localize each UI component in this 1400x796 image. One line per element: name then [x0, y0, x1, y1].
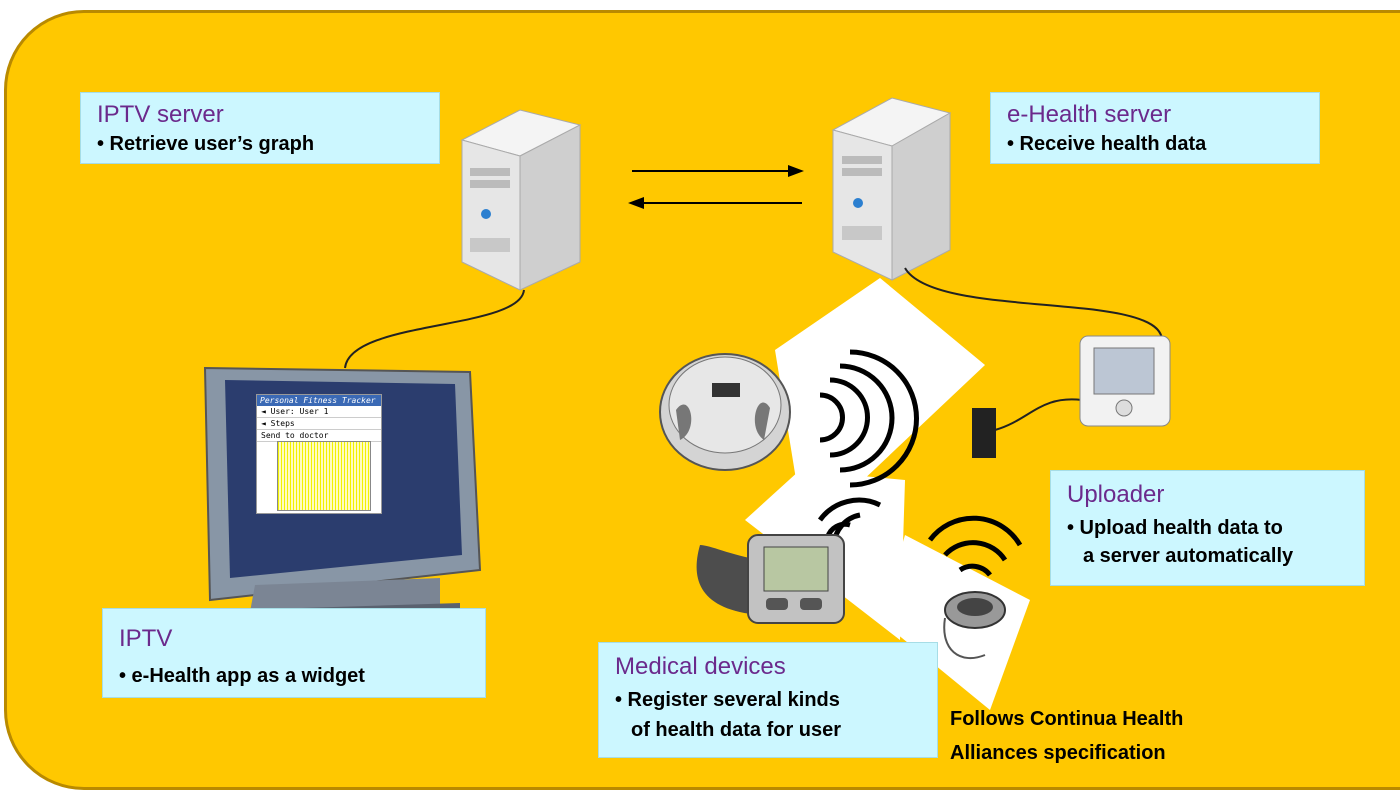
- tv-screen-steps-row: ◄ Steps: [257, 418, 381, 430]
- scale-device-icon: [659, 353, 791, 471]
- iptv-server-bullet: • Retrieve user’s graph: [97, 133, 315, 155]
- iptv-box: IPTV • e-Health app as a widget: [102, 608, 486, 698]
- tv-screen-header: Personal Fitness Tracker: [257, 395, 381, 406]
- server-arrows: [628, 165, 804, 209]
- ehealth-server-bullet: • Receive health data: [1007, 133, 1207, 155]
- continua-note-line-1: Follows Continua Health: [950, 708, 1184, 730]
- blood-pressure-monitor-icon: [696, 534, 845, 624]
- cables: [344, 267, 1163, 431]
- tv-screen-user-row: ◄ User: User 1: [257, 406, 381, 418]
- tv-screen-app: Personal Fitness Tracker ◄ User: User 1 …: [256, 394, 382, 514]
- medical-devices-title: Medical devices: [615, 653, 786, 680]
- iptv-server-title: IPTV server: [97, 101, 224, 128]
- signal-arcs: [817, 349, 1023, 577]
- tv-screen-plot: [277, 441, 371, 511]
- iptv-server-box: IPTV server • Retrieve user’s graph: [80, 92, 440, 164]
- medical-devices-bullet-2: of health data for user: [631, 719, 842, 741]
- ehealth-server-title: e-Health server: [1007, 101, 1172, 128]
- uploader-bullet-1: • Upload health data to: [1067, 517, 1283, 539]
- uploader-device-icon: [972, 335, 1171, 458]
- pedometer-icon: [943, 591, 1006, 660]
- continua-note-line-2: Alliances specification: [950, 742, 1166, 764]
- iptv-server-icon: [460, 109, 582, 291]
- medical-devices-box: Medical devices • Register several kinds…: [598, 642, 938, 758]
- uploader-title: Uploader: [1067, 481, 1165, 508]
- iptv-bullet: • e-Health app as a widget: [119, 665, 365, 687]
- uploader-box: Uploader • Upload health data to a serve…: [1050, 470, 1365, 586]
- iptv-title: IPTV: [119, 625, 173, 652]
- ehealth-server-box: e-Health server • Receive health data: [990, 92, 1320, 164]
- uploader-bullet-2: a server automatically: [1083, 545, 1294, 567]
- ehealth-server-icon: [831, 97, 952, 281]
- medical-devices-bullet-1: • Register several kinds: [615, 689, 840, 711]
